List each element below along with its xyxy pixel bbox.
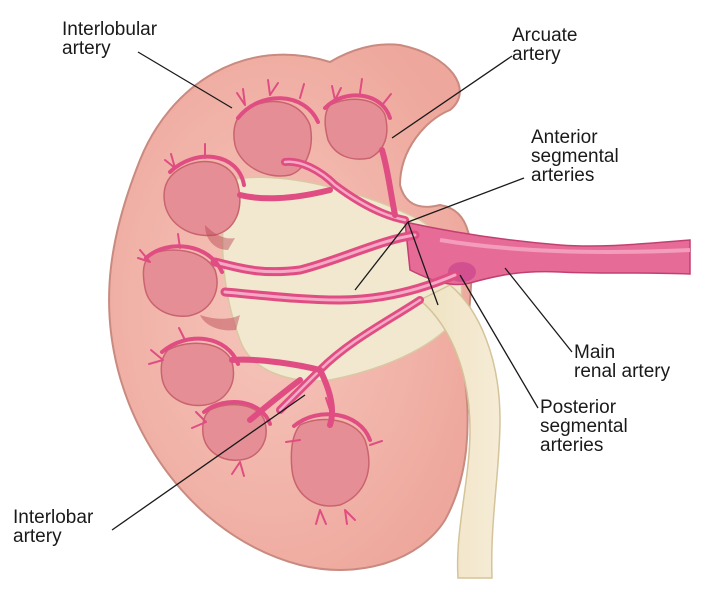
label-interlobular-artery: Interlobular artery [62, 20, 157, 58]
leader-main-renal [505, 268, 572, 352]
leader-anterior-1 [408, 178, 524, 222]
label-anterior-segmental-arteries: Anterior segmental arteries [531, 128, 619, 185]
label-interlobar-artery: Interlobar artery [13, 508, 93, 546]
label-posterior-segmental-arteries: Posterior segmental arteries [540, 398, 628, 455]
label-main-renal-artery: Main renal artery [574, 343, 670, 381]
label-arcuate-artery: Arcuate artery [512, 26, 577, 64]
